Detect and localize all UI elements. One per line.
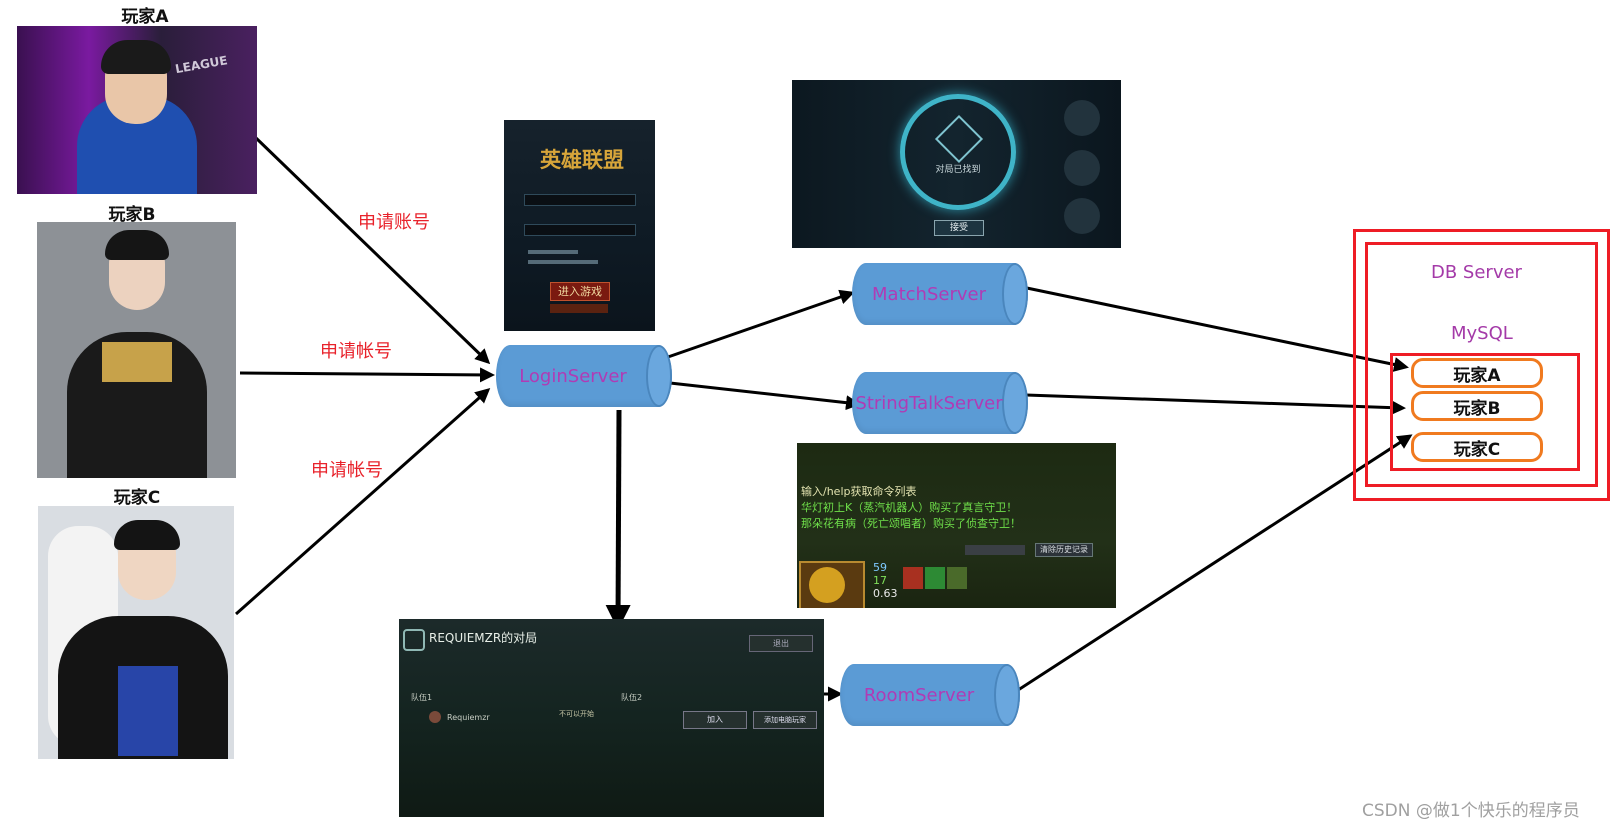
chat-screenshot: 输入/help获取命令列表 华灯初上K（蒸汽机器人）购买了真言守卫！ 那朵花有病…	[797, 443, 1116, 608]
mysql-table-border	[1390, 353, 1580, 471]
db-server-outer-border	[1353, 229, 1610, 501]
db-row-player-c: 玩家C	[1411, 432, 1543, 462]
room-server-label: RoomServer	[863, 684, 975, 706]
match-found-title: 对局已找到	[935, 165, 981, 175]
match-found-screenshot: 对局已找到 接受	[792, 80, 1121, 248]
arrow-match-to-db	[1021, 285, 1409, 372]
room-ready-status: 不可以开始	[559, 710, 594, 718]
chat-stat-3: 0.63	[873, 587, 898, 600]
arrow-a-to-login	[254, 136, 491, 365]
room-team2-label: 队伍2	[621, 693, 643, 702]
arrow-c-to-login	[235, 388, 491, 616]
watermark: CSDN @做1个快乐的程序员	[1362, 801, 1580, 821]
arrow-talk-to-db	[1025, 393, 1406, 416]
player-a-photo: LEAGUE	[17, 26, 257, 194]
chat-stat-2: 17	[873, 574, 887, 587]
player-a-label: 玩家A	[121, 7, 169, 27]
arrow-room-to-db	[1014, 434, 1413, 694]
chat-stat-1: 59	[873, 561, 887, 574]
chat-line-3: 那朵花有病（死亡颂唱者）购买了侦查守卫！	[801, 517, 1021, 530]
room-join-button: 加入	[683, 711, 747, 729]
request-label-c: 申请帐号	[311, 460, 383, 481]
room-player-name: Requiemzr	[447, 713, 490, 722]
login-server-node: LoginServer	[496, 345, 672, 407]
room-screenshot: REQUIEMZR的对局 退出 队伍1 队伍2 Requiemzr 不可以开始 …	[399, 619, 824, 817]
player-b-label: 玩家B	[108, 205, 156, 225]
room-team1-label: 队伍1	[411, 693, 433, 702]
talk-server-label: StringTalkServer	[855, 392, 1003, 414]
arrow-login-to-room	[605, 409, 631, 630]
player-c-photo	[38, 506, 234, 759]
db-server-inner-border	[1365, 242, 1598, 487]
arrow-b-to-login	[239, 367, 495, 383]
db-row-player-b: 玩家B	[1411, 391, 1543, 421]
room-server-node: RoomServer	[840, 664, 1020, 726]
login-enter-button: 进入游戏	[550, 282, 610, 301]
talk-server-node: StringTalkServer	[852, 372, 1028, 434]
room-add-bot-button: 添加电脑玩家	[753, 711, 817, 729]
match-accept-button: 接受	[934, 220, 984, 236]
db-row-player-a: 玩家A	[1411, 358, 1543, 388]
match-server-label: MatchServer	[872, 283, 986, 305]
chat-line-2: 华灯初上K（蒸汽机器人）购买了真言守卫！	[801, 501, 1018, 514]
player-c-label: 玩家C	[113, 488, 161, 508]
request-label-b: 申请帐号	[320, 341, 392, 362]
chat-clear-button: 清除历史记录	[1035, 543, 1093, 557]
player-b-photo	[37, 222, 236, 478]
login-logo: 英雄联盟	[540, 148, 624, 172]
login-server-label: LoginServer	[519, 365, 627, 387]
room-leave-button: 退出	[749, 635, 813, 652]
chat-line-1: 输入/help获取命令列表	[801, 485, 917, 498]
mysql-label: MySQL	[1451, 323, 1513, 344]
match-server-node: MatchServer	[852, 263, 1028, 325]
room-title: REQUIEMZR的对局	[429, 631, 538, 645]
arrow-login-to-match	[667, 289, 855, 359]
arrow-login-to-talk	[669, 381, 861, 411]
request-label-a: 申请账号	[358, 212, 430, 233]
db-server-title: DB Server	[1431, 262, 1522, 283]
login-client-screenshot: 英雄联盟 进入游戏	[504, 120, 655, 331]
